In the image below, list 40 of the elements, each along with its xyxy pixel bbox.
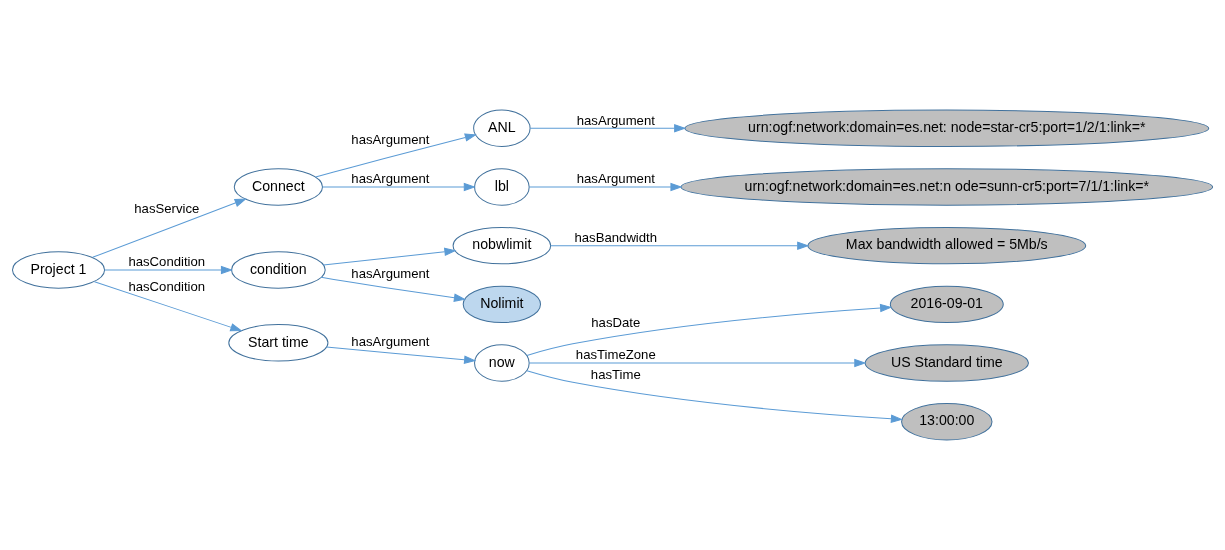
node-ellipse: now — [474, 344, 530, 382]
edge-label: hasArgument — [576, 112, 655, 128]
edge-label: hasArgument — [351, 266, 430, 282]
arrow — [322, 182, 476, 192]
arrow — [94, 281, 243, 332]
node-ellipse: lbl — [474, 168, 530, 206]
node-ellipse: Nolimit — [462, 285, 541, 324]
arrow — [92, 198, 247, 258]
arrow — [322, 247, 457, 266]
node-ellipse: 2016-09-01 — [889, 285, 1004, 324]
arrow — [315, 133, 477, 178]
node-ellipse: US Standard time — [864, 344, 1029, 382]
edge-label: hasTimeZone — [575, 347, 656, 363]
edge-label: hasArgument — [351, 334, 430, 350]
node-ellipse: 13:00:00 — [901, 403, 993, 441]
edge-label: hasArgument — [351, 171, 430, 187]
arrow — [325, 346, 477, 364]
arrow — [528, 358, 867, 368]
edge-label: hasTime — [590, 366, 641, 382]
arrow — [526, 370, 904, 423]
arrow — [528, 182, 683, 192]
node-ellipse: ANL — [473, 109, 531, 147]
arrow — [104, 265, 234, 275]
arrow — [526, 303, 893, 356]
node-ellipse: condition — [231, 251, 326, 289]
edge-label: hasDate — [591, 315, 641, 331]
edge-label: hasCondition — [128, 278, 206, 294]
node-ellipse: Project 1 — [12, 251, 106, 289]
node-ellipse: urn:ogf:network:domain=es.net: node=star-cr5:port=1/2/1:link=* — [684, 109, 1210, 147]
node-ellipse: Max bandwidth allowed = 5Mb/s — [807, 226, 1087, 265]
edge-label: hasBandwidth — [574, 230, 658, 246]
edge-label: hasArgument — [576, 171, 655, 187]
edge-label: hasService — [134, 200, 200, 216]
edge-label: hasArgument — [351, 131, 430, 147]
node-ellipse: nobwlimit — [452, 226, 552, 265]
edge-label: hasCondition — [128, 254, 206, 270]
arrow — [320, 276, 467, 302]
arrow — [529, 124, 687, 133]
arrow — [550, 241, 810, 250]
node-ellipse: urn:ogf:network:domain=es.net:n ode=sunn-cr5:port=7/1/1:link=* — [680, 168, 1214, 206]
